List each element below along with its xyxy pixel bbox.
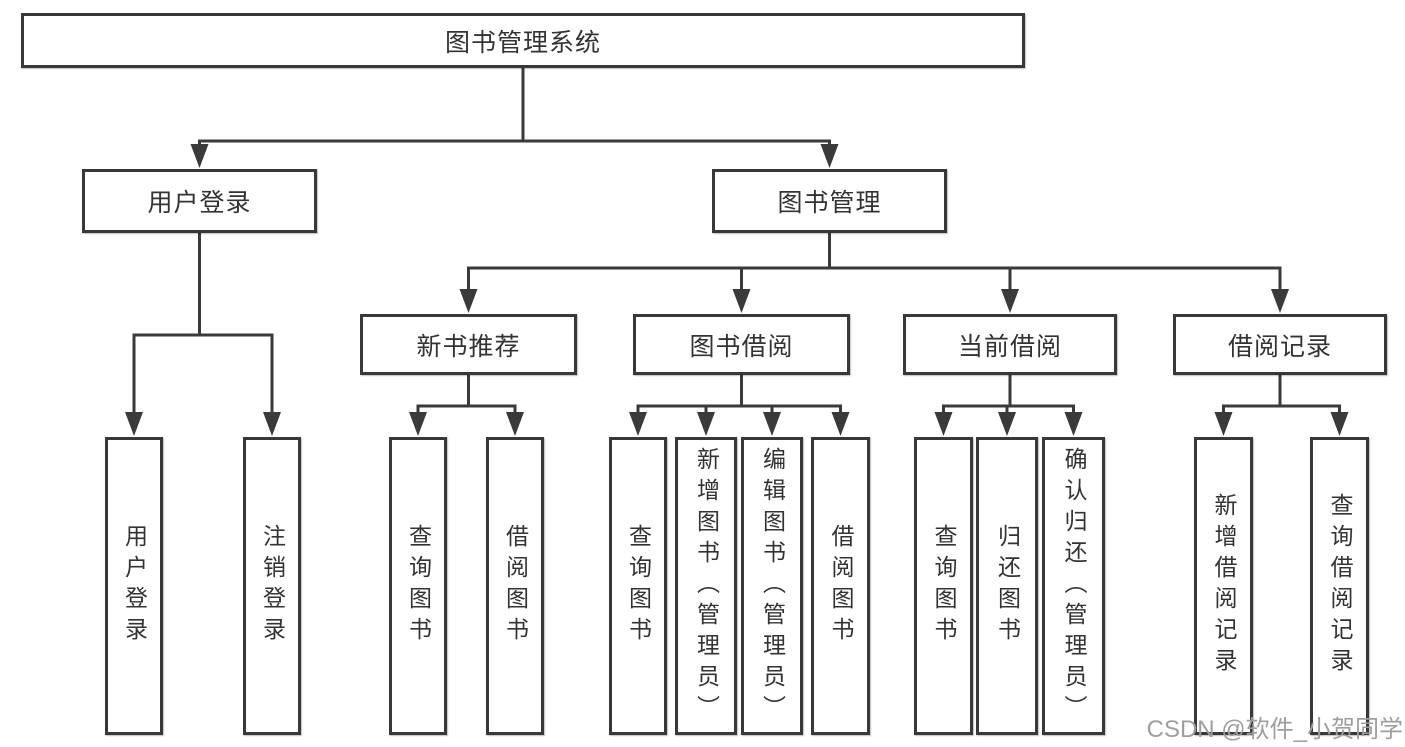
node-book-management: 图书管理 — [712, 169, 947, 233]
node-book-borrowing: 图书借阅 — [633, 314, 850, 375]
leaf-confirm-return-admin: 确认归还（管理员） — [1042, 437, 1105, 735]
leaf-query-books-current: 查询图书 — [914, 437, 973, 735]
arrow-down-icon — [1214, 412, 1233, 436]
edge-bookborrow-to-leaves — [636, 373, 842, 422]
edge-newbook-to-leaves — [416, 373, 517, 422]
leaf-query-borrow-record: 查询借阅记录 — [1310, 437, 1369, 735]
arrow-down-icon — [409, 412, 427, 436]
node-library-management-system: 图书管理系统 — [21, 13, 1025, 68]
leaf-logout: 注销登录 — [243, 437, 301, 735]
node-new-book-recommendation: 新书推荐 — [360, 314, 577, 375]
arrow-down-icon — [820, 144, 839, 168]
arrow-down-icon — [732, 289, 751, 313]
leaf-edit-book-admin: 编辑图书（管理员） — [741, 437, 803, 735]
arrow-down-icon — [506, 412, 524, 436]
arrow-down-icon — [263, 412, 281, 436]
edge-bookmgmt-to-level3 — [467, 231, 1282, 299]
arrow-down-icon — [1064, 412, 1083, 436]
arrow-down-icon — [125, 412, 143, 436]
node-current-borrowing: 当前借阅 — [903, 314, 1117, 375]
arrow-down-icon — [998, 412, 1016, 436]
node-user-login: 用户登录 — [82, 169, 317, 233]
edge-borrowrecords-to-leaves — [1222, 373, 1341, 422]
arrow-down-icon — [934, 412, 953, 436]
arrow-down-icon — [763, 412, 781, 436]
edge-currentborrow-to-leaves — [942, 373, 1075, 422]
arrow-down-icon — [629, 412, 647, 436]
leaf-add-book-admin: 新增图书（管理员） — [675, 437, 737, 735]
arrow-down-icon — [459, 289, 478, 313]
leaf-return-books: 归还图书 — [976, 437, 1038, 735]
edge-root-to-level2 — [198, 66, 831, 154]
csdn-watermark: CSDN @软件_小贺同学 — [1146, 716, 1403, 743]
leaf-query-books-borrow: 查询图书 — [609, 437, 667, 735]
edge-userlogin-to-leaves — [132, 231, 274, 422]
arrow-down-icon — [190, 144, 209, 168]
arrow-down-icon — [1330, 412, 1349, 436]
leaf-add-borrow-record: 新增借阅记录 — [1194, 437, 1253, 735]
node-borrowing-records: 借阅记录 — [1173, 314, 1387, 375]
arrow-down-icon — [831, 412, 850, 436]
arrow-down-icon — [1001, 289, 1019, 313]
leaf-user-login: 用户登录 — [105, 437, 163, 735]
leaf-borrow-books: 借阅图书 — [811, 437, 870, 735]
arrow-down-icon — [1271, 289, 1289, 313]
arrow-down-icon — [697, 412, 715, 436]
leaf-borrow-books-recommend: 借阅图书 — [486, 437, 544, 735]
leaf-query-books-recommend: 查询图书 — [389, 437, 447, 735]
